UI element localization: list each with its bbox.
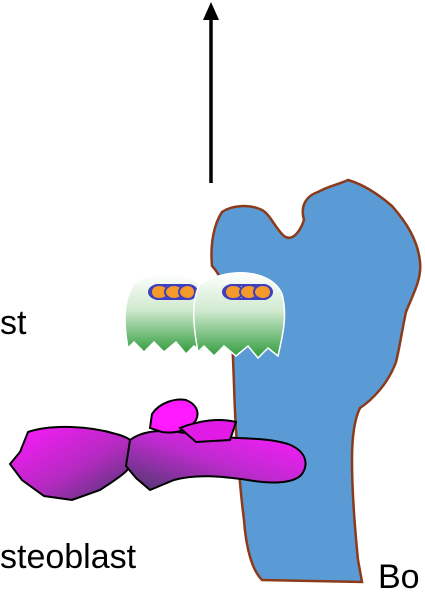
osteoblast-cell xyxy=(194,273,285,358)
nucleus-icon xyxy=(149,285,197,299)
up-arrow xyxy=(203,2,219,183)
cell-label-partial: st xyxy=(0,306,26,340)
nucleus-icon xyxy=(223,285,272,299)
bone-shape xyxy=(211,180,420,582)
osteoblast-label-partial: steoblast xyxy=(0,540,136,574)
bone-label-partial: Bo xyxy=(378,560,420,594)
